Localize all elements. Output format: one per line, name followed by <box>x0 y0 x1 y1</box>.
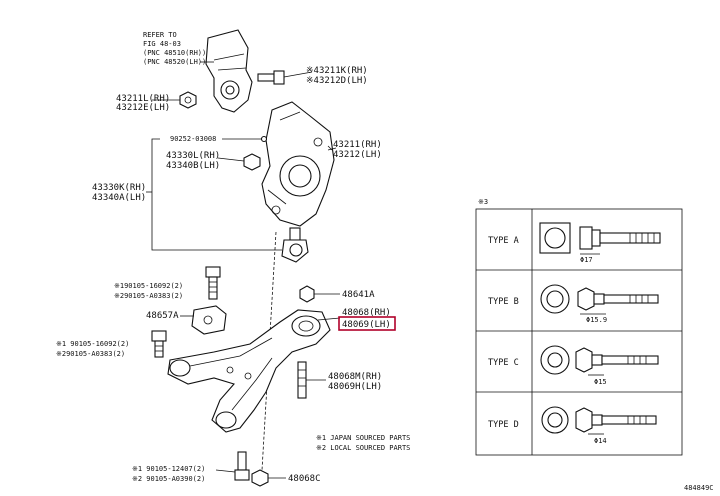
highlight-box-48069 <box>338 316 396 331</box>
nut-43211l <box>152 91 197 109</box>
nut-43330l <box>217 153 261 171</box>
refer-line-3: (PNC 48510(RH)) <box>143 49 206 57</box>
label-90105-16092-top: ※190105-16092(2) <box>114 282 183 290</box>
type-d-label: TYPE D <box>488 420 519 430</box>
bolt-48068m <box>297 361 326 399</box>
bolt-43211k <box>257 70 313 85</box>
label-43340a: 43340A(LH) <box>92 193 146 203</box>
label-43211l: 43211L(RH) <box>116 94 170 104</box>
type-a-label: TYPE A <box>488 236 519 246</box>
bolt-90105-mid <box>151 330 167 358</box>
label-48068: 48068(RH) <box>342 308 391 318</box>
label-48657a: 48657A <box>146 311 179 321</box>
pin-90252 <box>222 135 268 143</box>
refer-line-2: FIG 48-03 <box>143 40 181 48</box>
label-43211k: ※43211K(RH) <box>306 66 368 76</box>
label-90105-a0383-mid: ※290105-A0383(2) <box>56 350 125 358</box>
refer-line-4: (PNC 48520(LH)) <box>143 58 206 66</box>
type-b-row: TYPE B Φ15.9 <box>488 284 659 324</box>
type-c-dim: Φ15 <box>594 378 607 386</box>
label-43211: 43211(RH) <box>333 140 382 150</box>
steering-knuckle <box>261 101 335 227</box>
type-c-bolt-icon <box>540 345 659 376</box>
label-90105-a0390: ※2 90105-A0390(2) <box>132 475 205 483</box>
label-43330k: 43330K(RH) <box>92 183 146 193</box>
type-d-dim: Φ14 <box>594 437 607 445</box>
bolt-90105-bottom <box>215 451 250 481</box>
label-48068c: 48068C <box>288 474 321 484</box>
label-43212: 43212(LH) <box>333 150 382 160</box>
type-c-row: TYPE C Φ15 <box>488 345 659 386</box>
legend-marker: ※3 <box>478 198 488 206</box>
type-a-row: TYPE A Φ17 <box>488 222 661 264</box>
refer-line-1: REFER TO <box>143 31 177 39</box>
refer-note: REFER TO FIG 48-03 (PNC 48510(RH)) (PNC … <box>143 31 206 66</box>
label-90105-a0383-top: ※290105-A0383(2) <box>114 292 183 300</box>
type-a-dim: Φ17 <box>580 256 593 264</box>
lower-suspension-arm <box>167 309 331 433</box>
steering-knuckle-upper <box>200 29 253 113</box>
label-43340b: 43340B(LH) <box>166 161 220 171</box>
label-43212d: ※43212D(LH) <box>306 76 368 86</box>
nut-48641a <box>299 285 340 303</box>
label-48068m: 48068M(RH) <box>328 372 382 382</box>
type-b-bolt-icon <box>540 284 659 315</box>
bolt-type-table <box>475 208 683 456</box>
label-43212e: 43212E(LH) <box>116 103 170 113</box>
type-d-row: TYPE D Φ14 <box>488 406 657 445</box>
note-japan-sourced: ※1 JAPAN SOURCED PARTS <box>316 434 410 442</box>
lower-ball-joint <box>281 227 309 263</box>
note-local-sourced: ※2 LOCAL SOURCED PARTS <box>316 444 410 452</box>
type-d-bolt-icon <box>541 406 657 435</box>
bolt-90105-top <box>205 266 221 300</box>
type-a-bolt-icon <box>539 222 661 255</box>
label-48069: 48069(LH) <box>342 320 391 330</box>
label-90105-16092-mid: ※1 90105-16092(2) <box>56 340 129 348</box>
label-48641a: 48641A <box>342 290 375 300</box>
label-90252-03008: 90252-03008 <box>170 135 216 143</box>
nut-48068c <box>251 469 286 487</box>
diagram-code: 484849C <box>684 484 714 492</box>
type-b-dim: Φ15.9 <box>586 316 607 324</box>
label-43330l: 43330L(RH) <box>166 151 220 161</box>
label-90105-12407: ※1 90105-12407(2) <box>132 465 205 473</box>
type-c-label: TYPE C <box>488 358 519 368</box>
type-b-label: TYPE B <box>488 297 519 307</box>
bracket-48657a <box>180 305 227 335</box>
label-48069h: 48069H(LH) <box>328 382 382 392</box>
